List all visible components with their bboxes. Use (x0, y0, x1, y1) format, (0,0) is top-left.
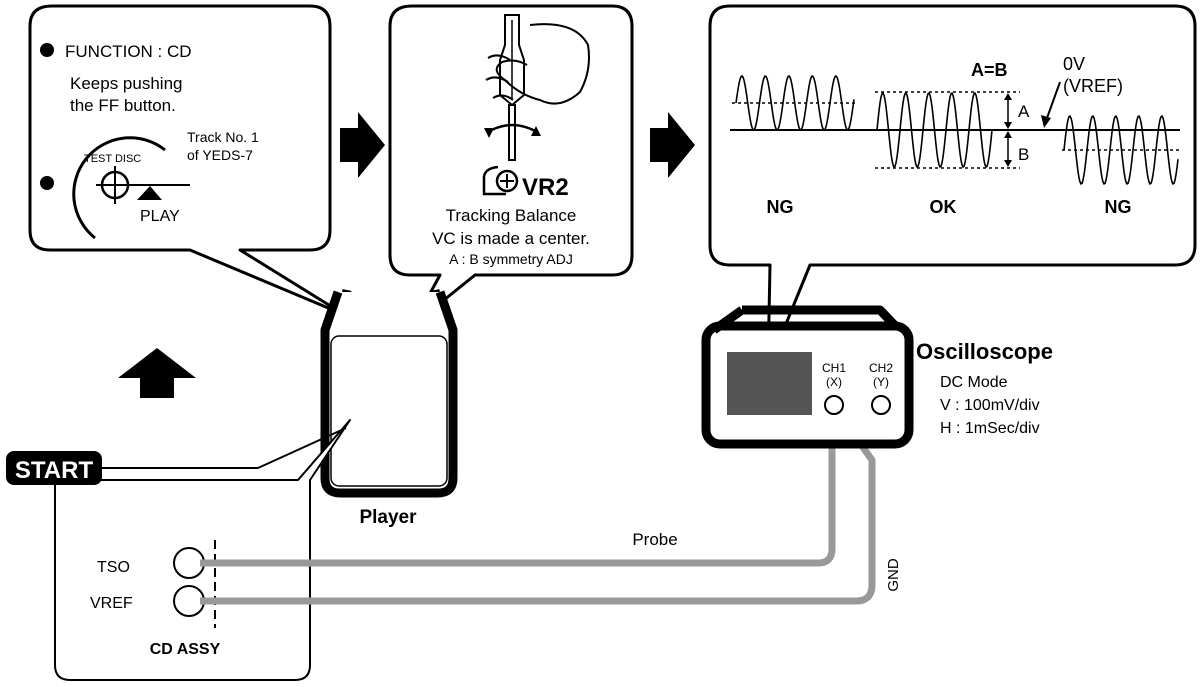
oscilloscope-device (701, 305, 914, 449)
label-a: A (1018, 102, 1030, 121)
vdiv-label: V : 100mV/div (940, 397, 1040, 414)
a-dimension-arrow (1004, 93, 1012, 129)
instruction-line1: Keeps pushing (70, 74, 182, 93)
arrow-right-icon (650, 112, 695, 178)
screwdriver-hand-icon (484, 14, 590, 161)
play-label: PLAY (140, 208, 180, 225)
probe-label: Probe (632, 530, 677, 549)
ch2-sub-label: (Y) (873, 375, 889, 389)
tso-label: TSO (97, 559, 130, 576)
ch2-jack (871, 395, 891, 415)
ok-label: OK (930, 197, 957, 217)
gnd-label: GND (885, 558, 902, 592)
ch1-sub-label: (X) (826, 375, 842, 389)
start-label: START (15, 457, 94, 484)
vref-label: (VREF) (1063, 76, 1123, 96)
zero-v-label: 0V (1063, 54, 1085, 74)
function-callout (28, 4, 347, 317)
probe-cable (200, 412, 836, 567)
arrow-up-icon (118, 348, 196, 398)
oscilloscope-screen (727, 352, 812, 415)
ch2-label: CH2 (869, 361, 893, 375)
play-triangle-icon (137, 186, 162, 200)
cd-assy-label: CD ASSY (150, 641, 221, 658)
vr2-line1: Tracking Balance (446, 206, 577, 225)
ch1-jack (824, 395, 844, 415)
instruction-line2: the FF button. (70, 96, 176, 115)
vr2-label: VR2 (522, 174, 569, 201)
cd-assy-callout (54, 419, 351, 681)
dc-mode-label: DC Mode (940, 374, 1008, 391)
trimmer-pot-icon (482, 165, 519, 196)
vref-pin-label: VREF (90, 595, 133, 612)
ng-right-label: NG (1105, 197, 1132, 217)
player-label: Player (359, 507, 417, 528)
vr2-line2: VC is made a center. (432, 229, 590, 248)
vref-pointer-arrow (1041, 81, 1061, 128)
a-equals-b-label: A=B (971, 60, 1008, 80)
hdiv-label: H : 1mSec/div (940, 420, 1040, 437)
test-disc-label: TEST DISC (84, 153, 141, 165)
start-leader-line (257, 427, 347, 469)
b-dimension-arrow (1004, 131, 1012, 167)
start-badge (6, 451, 102, 485)
ch1-label: CH1 (822, 361, 846, 375)
ok-waveform (876, 91, 993, 169)
function-line: FUNCTION : CD (65, 42, 192, 61)
gnd-cable (200, 415, 876, 605)
track-line2: of YEDS-7 (187, 147, 253, 163)
connector-block (173, 540, 216, 628)
tso-pin (173, 547, 205, 579)
vref-pin (173, 585, 205, 617)
vr2-line3: A : B symmetry ADJ (449, 251, 573, 267)
oscilloscope-title: Oscilloscope (916, 339, 1053, 364)
test-disc-icon (72, 136, 190, 240)
bullet-icon (40, 43, 54, 57)
label-b: B (1018, 145, 1029, 164)
track-line1: Track No. 1 (187, 129, 259, 145)
bullet-icon (40, 176, 54, 190)
ng-left-label: NG (767, 197, 794, 217)
arrow-right-icon (340, 112, 385, 178)
ng-right-waveform (1063, 114, 1179, 186)
ng-left-waveform (735, 74, 855, 132)
player-device (320, 289, 458, 498)
